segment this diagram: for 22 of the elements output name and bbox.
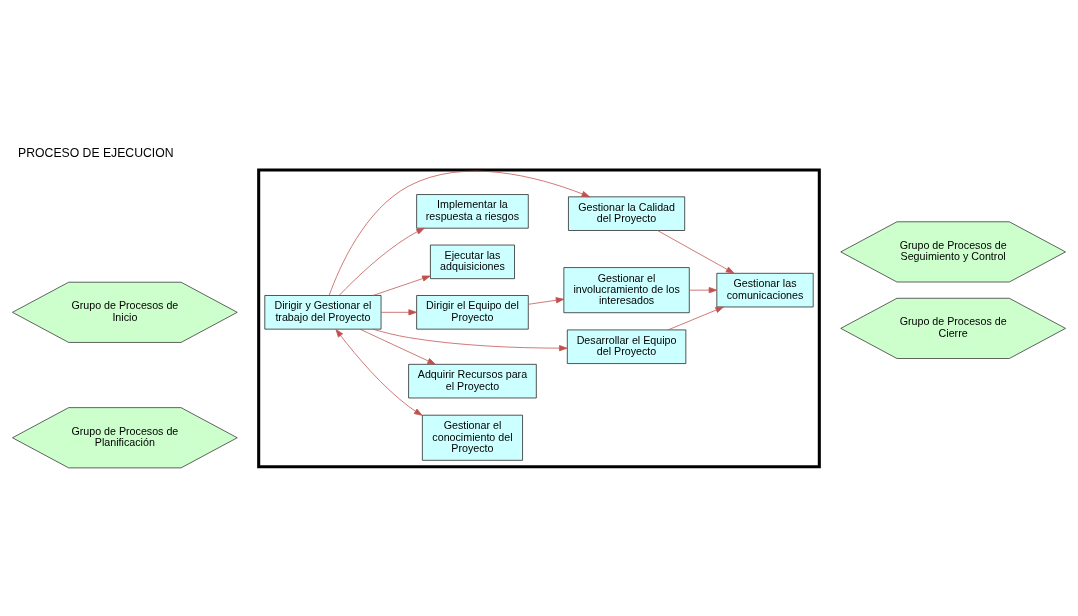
- node-box: Implementar la respuesta a riesgos: [416, 193, 529, 229]
- arrow: [372, 275, 431, 296]
- node-box: Gestionar la Calidad del Proyecto: [568, 195, 686, 231]
- node-box: Gestionar el involucramiento de los interesados: [563, 266, 690, 313]
- node-box: Adquirir Recursos para el Proyecto: [408, 363, 537, 398]
- arrow: [338, 227, 425, 296]
- node-box: Dirigir y Gestionar el trabajo del Proyecto: [264, 294, 382, 330]
- arrow: [380, 308, 417, 315]
- arrow: [667, 306, 724, 330]
- arrow: [328, 170, 590, 296]
- arrow: [372, 328, 568, 351]
- arrow: [359, 328, 436, 365]
- node-box: Dirigir el Equipo del Proyecto: [416, 294, 529, 330]
- arrow: [527, 296, 565, 305]
- arrow: [335, 328, 423, 416]
- node-box: Desarrollar el Equipo del Proyecto: [566, 329, 687, 364]
- arrow: [689, 286, 718, 293]
- node-box: Gestionar las comunicaciones: [716, 272, 814, 307]
- node-box: Ejecutar las adquisiciones: [430, 244, 515, 279]
- diagram-title: PROCESO DE EJECUCION: [18, 145, 174, 160]
- arrow: [657, 229, 735, 274]
- node-box: Gestionar el conocimiento del Proyecto: [422, 414, 523, 461]
